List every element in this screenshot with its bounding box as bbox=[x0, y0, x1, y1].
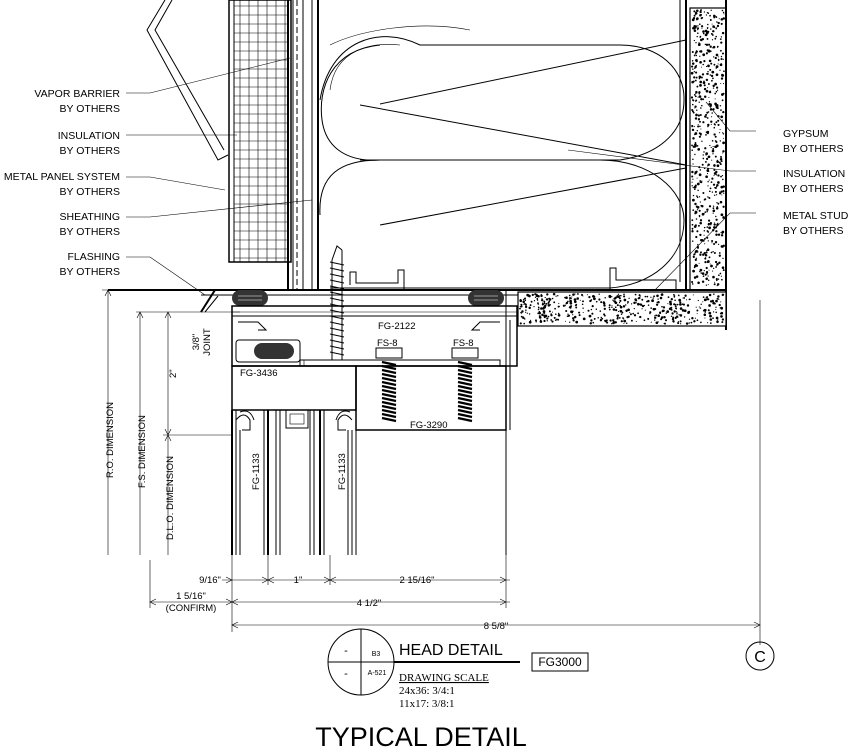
anchor-screw bbox=[329, 245, 345, 360]
label-fg2122: FG-2122 bbox=[378, 321, 416, 332]
callout-insulation-right-by: BY OTHERS bbox=[783, 183, 844, 195]
fasteners-fs8 bbox=[375, 347, 479, 423]
dim-8-5-8: 8 5/8" bbox=[484, 621, 509, 632]
label-fg1133-left: FG-1133 bbox=[251, 453, 262, 490]
dim-2-15-16: 2 15/16" bbox=[399, 575, 434, 586]
dim-4-1-2: 4 1/2" bbox=[357, 598, 382, 609]
sheathing-layers bbox=[292, 0, 319, 290]
dim-ro: R.O. DIMENSION bbox=[105, 402, 116, 478]
callout-flashing: FLASHING bbox=[67, 251, 120, 263]
callout-insulation-left: INSULATION bbox=[58, 130, 120, 142]
title-dash-bottom: - bbox=[344, 668, 348, 680]
dim-1: 1" bbox=[294, 575, 303, 586]
joint-label: JOINT bbox=[202, 328, 213, 356]
gypsum-board bbox=[689, 0, 727, 330]
leader-lines bbox=[126, 57, 756, 296]
joint-size-label: 3/8" bbox=[191, 334, 202, 351]
dim-9-16: 9/16" bbox=[199, 575, 221, 586]
gypsum-return bbox=[517, 291, 727, 327]
batt-insulation bbox=[317, 0, 687, 290]
horizontal-dimensions bbox=[149, 300, 761, 645]
panel-edge-outline bbox=[146, 0, 229, 161]
frame-fg2122 bbox=[231, 305, 518, 367]
frame-fg3290 bbox=[355, 290, 511, 555]
callout-gypsum-by: BY OTHERS bbox=[783, 143, 844, 155]
callout-metal-stud-by: BY OTHERS bbox=[783, 225, 844, 237]
callout-gypsum: GYPSUM bbox=[783, 128, 829, 140]
dim-confirm: (CONFIRM) bbox=[166, 603, 217, 614]
callout-vapor-barrier-by: BY OTHERS bbox=[60, 103, 121, 115]
callout-metal-panel: METAL PANEL SYSTEM bbox=[4, 171, 120, 183]
sheet-ref: B3 bbox=[372, 651, 381, 658]
flashing bbox=[200, 289, 232, 313]
glazing-infill bbox=[235, 409, 357, 555]
label-fg3436: FG-3436 bbox=[240, 368, 278, 379]
sealant-beads bbox=[232, 290, 504, 306]
title-dash-top: - bbox=[344, 645, 348, 657]
dim-fs: F.S. DIMENSION bbox=[137, 415, 148, 488]
callout-vapor-barrier: VAPOR BARRIER bbox=[34, 88, 120, 100]
callout-metal-stud: METAL STUD bbox=[783, 210, 849, 222]
callout-insulation-right: INSULATION bbox=[783, 168, 845, 180]
part-number: FG3000 bbox=[538, 655, 582, 669]
callout-insulation-left-by: BY OTHERS bbox=[60, 145, 121, 157]
dim-2-inch: 2" bbox=[168, 369, 179, 378]
scale-heading: DRAWING SCALE bbox=[399, 672, 489, 684]
sheet-number: A-521 bbox=[368, 670, 387, 677]
scale-11x17: 11x17: 3/8:1 bbox=[399, 698, 455, 710]
dim-dlo: D.L.O. DIMENSION bbox=[165, 456, 176, 540]
callout-sheathing: SHEATHING bbox=[60, 211, 120, 223]
detail-title: HEAD DETAIL bbox=[399, 642, 503, 659]
metal-panel-system bbox=[228, 0, 292, 290]
vertical-dimensions bbox=[102, 289, 240, 555]
typical-detail-title: TYPICAL DETAIL bbox=[315, 722, 527, 752]
scale-24x36: 24x36: 3/4:1 bbox=[399, 685, 455, 697]
label-fg3290: FG-3290 bbox=[410, 420, 448, 431]
part-number-box bbox=[531, 652, 589, 672]
callout-metal-panel-by: BY OTHERS bbox=[60, 186, 121, 198]
callout-sheathing-by: BY OTHERS bbox=[60, 226, 121, 238]
label-fs8-left: FS-8 bbox=[377, 338, 398, 349]
title-block: - - B3 A-521 HEAD DETAIL DRAWING SCALE 2… bbox=[327, 628, 589, 710]
metal-stud-track bbox=[349, 267, 677, 290]
grid-marker: C bbox=[745, 641, 775, 671]
grid-marker-letter: C bbox=[754, 649, 766, 666]
callout-flashing-by: BY OTHERS bbox=[60, 266, 121, 278]
label-fs8-right: FS-8 bbox=[453, 338, 474, 349]
dim-1-5-16: 1 5/16" bbox=[176, 591, 206, 602]
label-fg1133-right: FG-1133 bbox=[337, 453, 348, 490]
